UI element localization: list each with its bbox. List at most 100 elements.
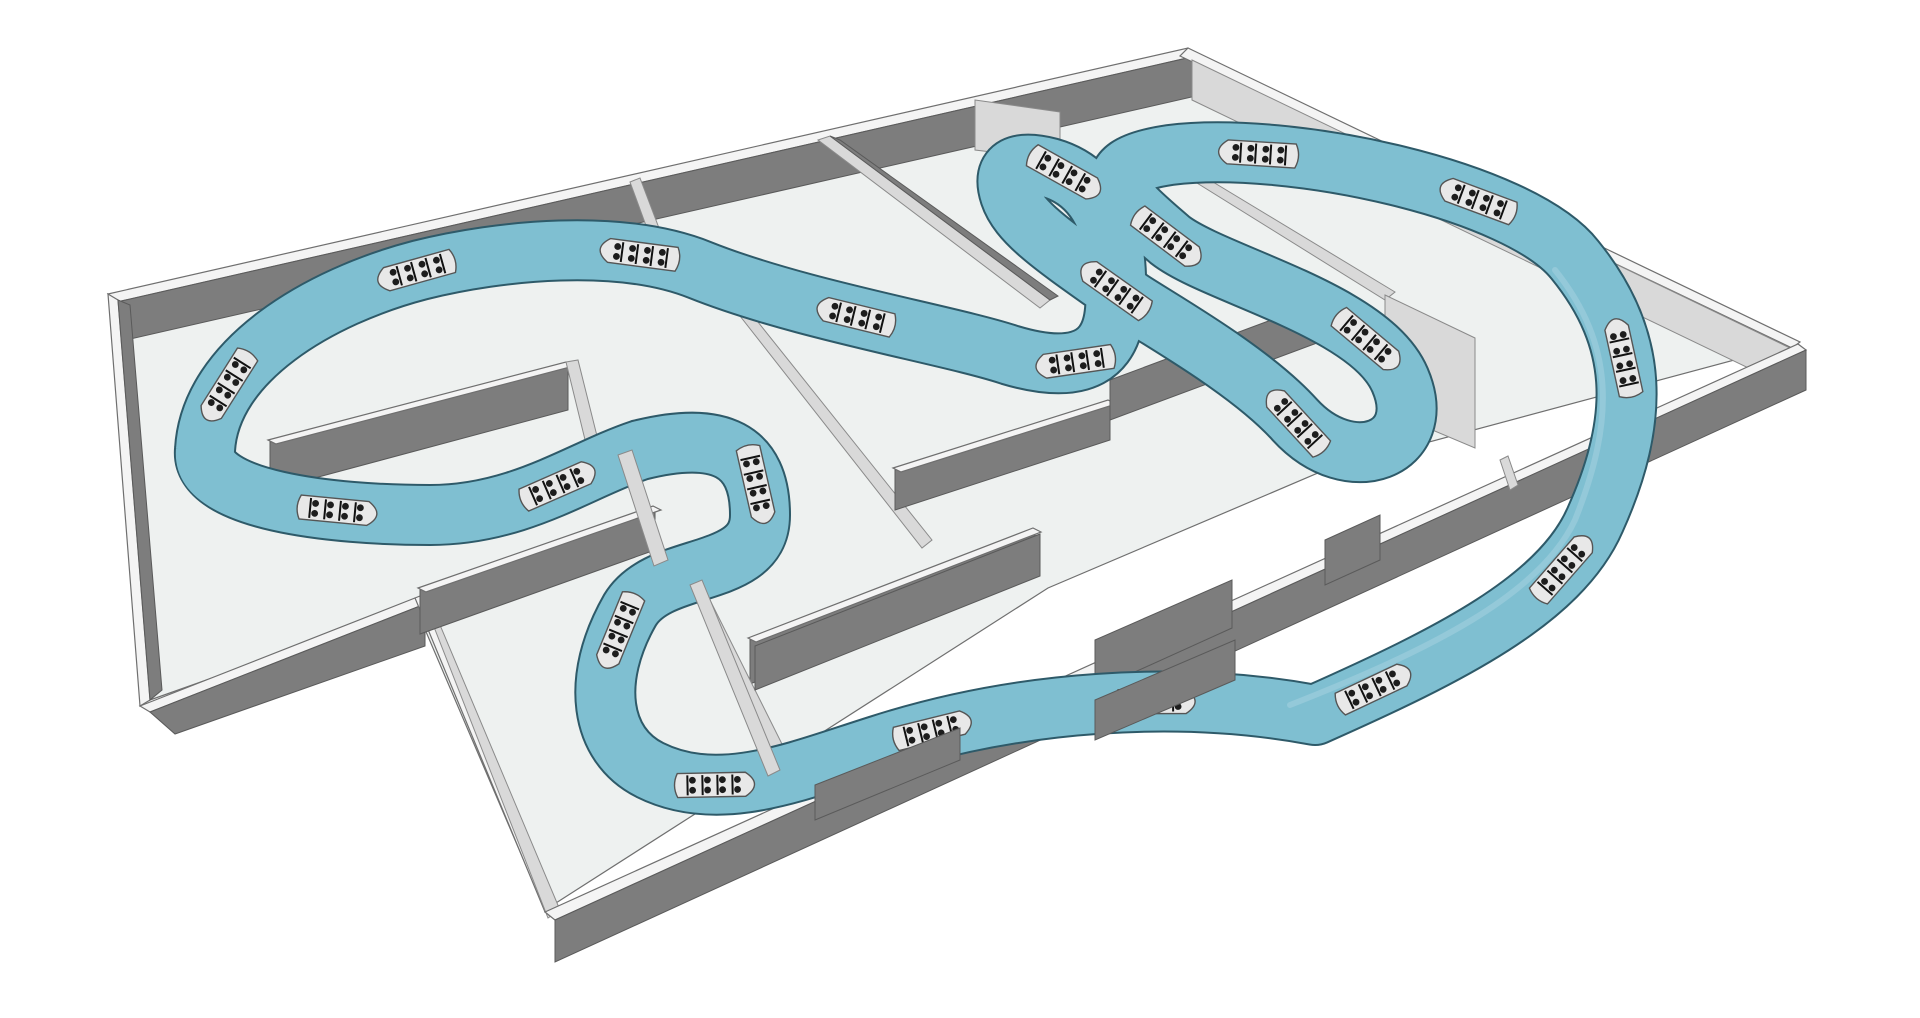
boat bbox=[1129, 205, 1202, 267]
boat-seat-row bbox=[1350, 324, 1366, 342]
boat-hull bbox=[1330, 306, 1401, 371]
boat-seat-row bbox=[750, 498, 771, 506]
front-stub-4 bbox=[1499, 455, 1519, 491]
boat bbox=[735, 443, 776, 525]
rider-figure bbox=[642, 256, 650, 264]
rider-figure bbox=[404, 264, 411, 272]
rider-figure bbox=[1619, 331, 1627, 338]
rider-figure bbox=[1468, 189, 1476, 197]
boat bbox=[1217, 139, 1300, 169]
rider-figure bbox=[215, 386, 223, 394]
rider-figure bbox=[623, 622, 631, 630]
rider-figure bbox=[559, 474, 567, 481]
rider-figure bbox=[1379, 685, 1387, 693]
boat-seat-row bbox=[740, 454, 761, 462]
rider-figure bbox=[563, 483, 571, 490]
rider-figure bbox=[1629, 375, 1637, 382]
rider-figure bbox=[1375, 676, 1383, 684]
rider-figure bbox=[1083, 176, 1091, 184]
rider-figure bbox=[1570, 544, 1578, 551]
boat bbox=[595, 591, 646, 669]
boat-seat-row bbox=[1268, 144, 1273, 165]
rider-figure bbox=[872, 323, 880, 331]
rider-figure bbox=[1232, 143, 1240, 151]
boat-seat-row bbox=[931, 719, 939, 740]
boat-seat-row bbox=[902, 726, 910, 747]
boat-seat-row bbox=[323, 499, 328, 520]
rider-figure bbox=[923, 733, 930, 740]
boat-seat-row bbox=[1456, 184, 1466, 204]
boat-seat-row bbox=[1306, 434, 1323, 450]
rider-figure bbox=[704, 776, 711, 784]
rider-figure bbox=[719, 776, 726, 784]
rider-figure bbox=[207, 399, 215, 406]
rider-figure bbox=[613, 253, 620, 260]
boat-seat-row bbox=[746, 484, 767, 491]
rider-figure bbox=[1560, 555, 1568, 563]
rider-figure bbox=[759, 487, 767, 495]
partition-back-2-face bbox=[829, 135, 1059, 301]
rider-figure bbox=[1578, 550, 1586, 558]
rider-figure bbox=[433, 256, 440, 264]
boat-seat-row bbox=[225, 369, 244, 382]
boat-seat-row bbox=[1615, 366, 1636, 373]
boat-seat-row bbox=[1373, 343, 1389, 361]
boat-seat-row bbox=[743, 469, 764, 476]
rider-figure bbox=[311, 509, 319, 517]
rider-figure bbox=[1610, 333, 1617, 341]
rider-figure bbox=[1619, 377, 1627, 384]
boat-seat-row bbox=[1055, 354, 1061, 375]
rider-figure bbox=[1294, 426, 1302, 434]
rider-figure bbox=[1352, 698, 1360, 706]
rider-figure bbox=[829, 312, 836, 320]
boat-seat-row bbox=[1239, 142, 1243, 163]
boat-seat-row bbox=[541, 480, 552, 500]
foreground-walls bbox=[617, 449, 1236, 821]
boat bbox=[1334, 663, 1412, 716]
rider-figure bbox=[1451, 193, 1459, 201]
rider-figure bbox=[342, 502, 349, 510]
rider-figure bbox=[1057, 162, 1065, 169]
boat-seat-row bbox=[1339, 314, 1354, 332]
rider-figure bbox=[743, 460, 750, 468]
rider-figure bbox=[619, 604, 627, 612]
rider-figure bbox=[1063, 354, 1071, 362]
boat-seat-row bbox=[1484, 195, 1494, 215]
rider-figure bbox=[629, 608, 636, 616]
rider-figure bbox=[1261, 155, 1269, 163]
front-divider-wall bbox=[754, 533, 1041, 691]
rider-figure bbox=[689, 776, 696, 784]
boat-seat-row bbox=[1130, 296, 1144, 314]
rider-figure bbox=[949, 716, 957, 724]
boat-seat-row bbox=[1074, 172, 1087, 192]
rider-figure bbox=[532, 486, 539, 493]
rider-figure bbox=[1273, 404, 1281, 412]
rider-figure bbox=[1065, 178, 1073, 186]
rider-figure bbox=[1161, 226, 1169, 234]
partition-lower-left-top bbox=[416, 505, 663, 593]
boat-seat-row bbox=[217, 382, 236, 395]
rider-figure bbox=[573, 467, 581, 475]
boat-seat-row bbox=[308, 497, 313, 518]
rider-figure bbox=[1465, 199, 1473, 206]
boat-seat-row bbox=[1085, 349, 1090, 371]
rider-figure bbox=[1373, 338, 1380, 346]
boat bbox=[518, 461, 596, 512]
rider-figure bbox=[831, 302, 839, 310]
rider-figure bbox=[627, 255, 635, 262]
boat-seat-row bbox=[1118, 287, 1132, 306]
boat-seat-row bbox=[1556, 558, 1573, 574]
rider-figure bbox=[545, 480, 553, 487]
boat-seat-row bbox=[1362, 334, 1377, 351]
rider-figure bbox=[1167, 243, 1175, 251]
rider-figure bbox=[1095, 268, 1103, 276]
boat-seat-row bbox=[352, 502, 357, 523]
rider-figure bbox=[1548, 584, 1556, 592]
rider-figure bbox=[312, 500, 319, 507]
boat-seat-row bbox=[209, 394, 228, 408]
front-divider-left bbox=[689, 579, 781, 777]
rider-figure bbox=[1384, 348, 1392, 355]
front-low-wall-2 bbox=[1094, 639, 1236, 741]
rider-figure bbox=[1093, 350, 1101, 358]
boat bbox=[296, 494, 378, 527]
